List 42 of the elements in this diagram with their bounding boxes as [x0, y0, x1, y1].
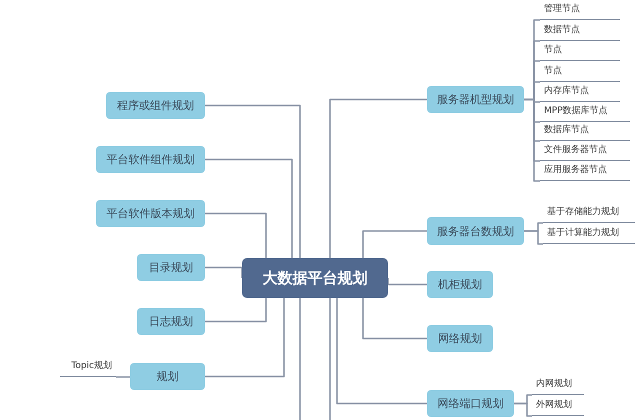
topic-box: 服务器台数规划 — [427, 217, 524, 245]
subtopic-label: 节点 — [540, 62, 620, 82]
subtopic-label: 应用服务器节点 — [540, 161, 630, 181]
topic-box: 平台软件组件规划 — [96, 146, 205, 173]
subtopic-label: 基于计算能力规划 — [543, 224, 635, 244]
subtopic-label: 数据库节点 — [540, 121, 630, 141]
subtopic-label: 管理节点 — [540, 0, 620, 20]
connector-line — [205, 104, 301, 258]
connector-line — [205, 298, 285, 378]
topic-box: 程序或组件规划 — [106, 92, 205, 119]
central-topic: 大数据平台规划 — [242, 258, 388, 298]
subtopic-label: 文件服务器节点 — [540, 141, 630, 161]
connector-line — [205, 298, 267, 322]
subtopic-label: 内网规划 — [532, 375, 584, 395]
topic-box: 平台软件版本规划 — [96, 200, 205, 227]
topic-box: 目录规划 — [137, 254, 205, 281]
connector-line — [329, 298, 331, 420]
subtopic-label: 数据节点 — [540, 21, 620, 41]
topic-box: 规划 — [130, 363, 205, 390]
connector-line — [205, 212, 267, 258]
topic-box: 服务器机型规划 — [427, 86, 524, 113]
connector-line — [205, 266, 243, 278]
subtopic-label: 节点 — [540, 41, 620, 61]
subtopic-label: Topic规划 — [60, 357, 116, 377]
connector-line — [362, 230, 427, 258]
topic-box: 日志规划 — [137, 308, 205, 335]
topic-box: 网络端口规划 — [427, 390, 514, 417]
connector-line — [514, 402, 532, 417]
connector-line — [299, 298, 301, 420]
subtopic-label: 内存库节点 — [540, 82, 620, 102]
subtopic-label: 基于存储能力规划 — [543, 203, 635, 223]
subtopic-label: 外网规划 — [532, 396, 584, 416]
connector-line — [205, 158, 293, 258]
connector-line — [387, 278, 427, 286]
connector-line — [336, 298, 427, 404]
connector-line — [524, 230, 543, 245]
subtopic-label: MPP数据库节点 — [540, 102, 630, 122]
connector-line — [116, 376, 131, 378]
topic-box: 网络规划 — [427, 325, 493, 352]
connector-line — [362, 298, 427, 340]
topic-box: 机柜规划 — [427, 271, 493, 298]
connector-line — [329, 98, 427, 258]
